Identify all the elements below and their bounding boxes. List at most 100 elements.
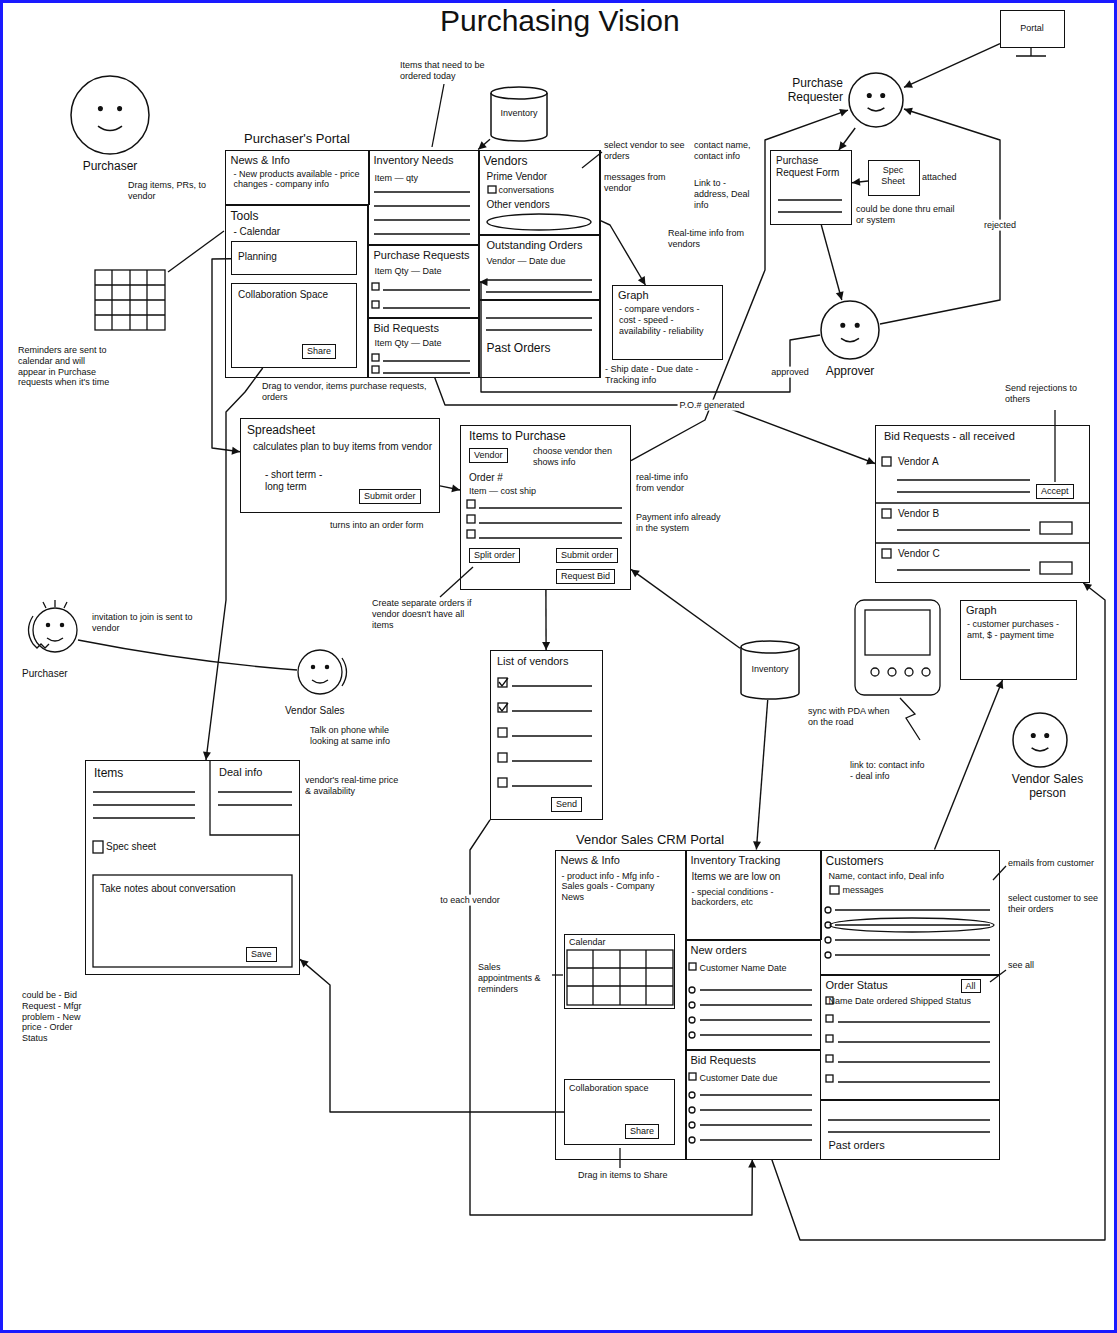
phone-person bbox=[46, 623, 49, 626]
node-text: Items bbox=[94, 766, 174, 780]
node-text: Order # bbox=[469, 472, 529, 484]
list-rows bbox=[875, 503, 1090, 543]
phone-person bbox=[298, 650, 342, 694]
list-rows bbox=[882, 549, 891, 558]
annotation: - Ship date - Due date - Tracking info bbox=[605, 364, 705, 386]
annotation: Drag to vendor, items purchase requests,… bbox=[262, 381, 427, 403]
calendar-box: Calendar bbox=[564, 934, 675, 1009]
face-eye bbox=[1031, 734, 1035, 738]
list-rows bbox=[499, 678, 508, 711]
list-rows bbox=[374, 192, 470, 234]
node-text: News & Info bbox=[231, 154, 361, 167]
list-rows bbox=[825, 937, 831, 943]
node-text: Past Orders bbox=[487, 341, 595, 355]
node-text: Inventory bbox=[742, 664, 798, 675]
annotation: link to: contact info - deal info bbox=[850, 760, 928, 782]
portal-panel: Inventory NeedsItem — qty bbox=[368, 150, 480, 245]
arrowhead bbox=[232, 447, 240, 455]
arrowhead bbox=[451, 485, 460, 493]
face-mouth bbox=[841, 338, 859, 341]
face-mouth bbox=[98, 126, 122, 130]
connector bbox=[839, 128, 855, 150]
annotation: contact name, contact info bbox=[694, 140, 756, 162]
node-text: Other vendors bbox=[487, 199, 595, 211]
graph-box: Graph- compare vendors - cost - speed - … bbox=[612, 285, 723, 360]
face-eye bbox=[118, 107, 122, 111]
arrowhead bbox=[480, 278, 488, 286]
annotation: Drag in items to Share bbox=[578, 1170, 698, 1181]
annotation: Talk on phone while looking at same info bbox=[310, 725, 405, 747]
list-rows bbox=[372, 301, 379, 308]
annotation: vendor's real-time price & availability bbox=[305, 775, 405, 797]
pda-device bbox=[855, 600, 940, 740]
cylinder-body bbox=[491, 93, 547, 141]
annotation: attached bbox=[922, 172, 972, 183]
person-face-shape bbox=[848, 72, 904, 128]
pda-device bbox=[888, 668, 896, 676]
list-rows bbox=[689, 1073, 696, 1080]
node-text: Purchase Requests bbox=[374, 249, 474, 262]
face-eye bbox=[841, 323, 845, 327]
portal-panel: New ordersCustomer Name Date bbox=[685, 940, 821, 1050]
button-label: Vendor bbox=[469, 448, 508, 463]
button-label: All bbox=[961, 979, 981, 994]
node-text: Item — qty bbox=[375, 173, 471, 184]
list-rows bbox=[700, 1095, 812, 1140]
list-rows bbox=[372, 283, 379, 290]
connector bbox=[772, 583, 1105, 1240]
annotation: could be done thru email or system bbox=[856, 204, 956, 226]
node-text: Vendors bbox=[484, 154, 584, 168]
cylinder-top bbox=[741, 641, 799, 653]
node-text: Spec Sheet bbox=[872, 165, 914, 187]
shape-label: Vendor Sales CRM Portal bbox=[576, 832, 724, 848]
node-text: calculates plan to buy items from vendor bbox=[253, 441, 433, 453]
face-mouth bbox=[1032, 748, 1049, 751]
list-rows bbox=[486, 280, 592, 330]
button-label: Save bbox=[246, 947, 277, 962]
edge-label: rejected bbox=[982, 220, 1018, 231]
list-rows bbox=[93, 875, 292, 967]
list-rows bbox=[467, 530, 475, 538]
face-eye bbox=[1045, 734, 1049, 738]
face-eye bbox=[867, 94, 871, 98]
annotation: Vendor Sales bbox=[285, 705, 355, 717]
list-rows bbox=[882, 457, 891, 466]
phone-person bbox=[29, 616, 50, 648]
annotation: Drag items, PRs, to vendor bbox=[128, 180, 220, 202]
portal-panel: Bid RequestsItem Qty — Date bbox=[368, 318, 480, 378]
list-rows bbox=[372, 366, 379, 373]
shape-label: Approver bbox=[810, 364, 890, 378]
node-text: Order Status bbox=[826, 979, 936, 992]
list-rows bbox=[567, 950, 673, 1005]
annotation: see all bbox=[1008, 960, 1068, 971]
button-label: Share bbox=[625, 1124, 659, 1139]
node-text: Vendor B bbox=[898, 508, 1018, 520]
connector-line bbox=[545, 590, 547, 650]
connector-line bbox=[300, 959, 564, 1112]
node-text: Inventory Needs bbox=[374, 154, 474, 167]
list-rows bbox=[830, 886, 839, 894]
document-box: Spec Sheet bbox=[868, 160, 920, 196]
list-rows bbox=[689, 1017, 695, 1023]
arrowhead bbox=[1083, 583, 1092, 591]
portal-panel: VendorsPrime VendorconversationsOther ve… bbox=[478, 150, 601, 235]
arrowhead bbox=[852, 178, 860, 186]
node-text: Past orders bbox=[829, 1139, 949, 1152]
spreadsheet-window: Spreadsheetcalculates plan to buy items … bbox=[240, 418, 440, 513]
person-face-shape bbox=[1012, 712, 1068, 768]
list-rows bbox=[498, 778, 507, 787]
tool-box: Collaboration SpaceShare bbox=[231, 283, 357, 368]
node-text: List of vendors bbox=[497, 655, 597, 668]
node-text: Collaboration Space bbox=[238, 289, 350, 301]
phone-person bbox=[60, 623, 63, 626]
annotation: sync with PDA when on the road bbox=[808, 706, 898, 728]
node-text: - Calendar bbox=[234, 226, 334, 238]
node-text: Bid Requests bbox=[691, 1054, 811, 1067]
portal-panel: Past Orders bbox=[478, 300, 601, 378]
arrowhead bbox=[631, 569, 640, 577]
list-rows bbox=[826, 1035, 833, 1042]
list-rows bbox=[882, 509, 891, 518]
node-text: Name Date ordered Shipped Status bbox=[829, 996, 994, 1007]
